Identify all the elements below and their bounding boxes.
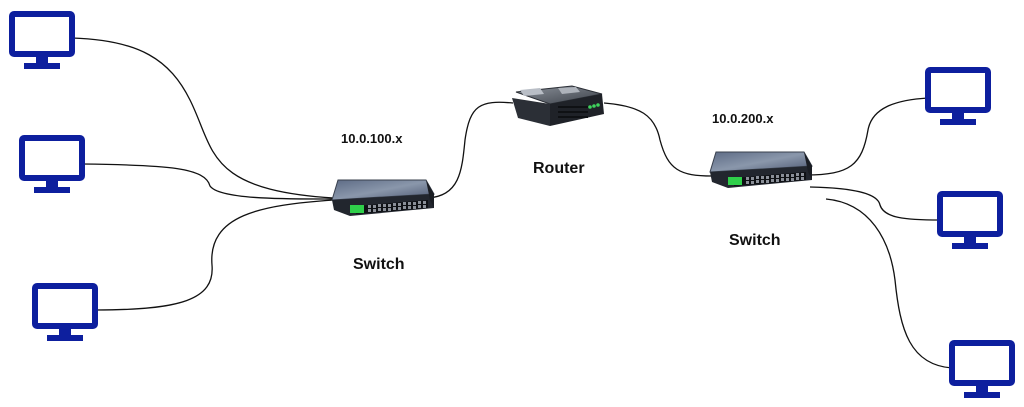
cable-monitor-left-2 — [81, 163, 335, 200]
subnet-label-left: 10.0.100.x — [341, 131, 403, 146]
cable-monitor-right-1 — [805, 97, 929, 176]
cable-monitor-right-3 — [825, 198, 953, 369]
monitor-icon — [22, 138, 82, 193]
cables — [71, 37, 953, 369]
network-switch-icon — [709, 151, 813, 189]
monitor-icon — [12, 14, 72, 69]
cable-router-switch-right — [603, 102, 713, 177]
monitor-icon — [940, 194, 1000, 249]
monitor-icon — [952, 343, 1012, 398]
cable-monitor-left-1 — [71, 37, 335, 199]
monitor-icon — [928, 70, 988, 125]
switch-label-right: Switch — [729, 232, 781, 249]
switch-label-left: Switch — [353, 256, 405, 273]
monitor-icon — [35, 286, 95, 341]
cable-monitor-right-2 — [809, 186, 941, 221]
router-icon — [512, 85, 604, 126]
router-label: Router — [533, 160, 585, 177]
cable-switch-left-router — [427, 101, 514, 199]
subnet-label-right: 10.0.200.x — [712, 111, 774, 126]
cable-monitor-left-3 — [94, 199, 335, 311]
network-switch-icon — [331, 179, 435, 217]
